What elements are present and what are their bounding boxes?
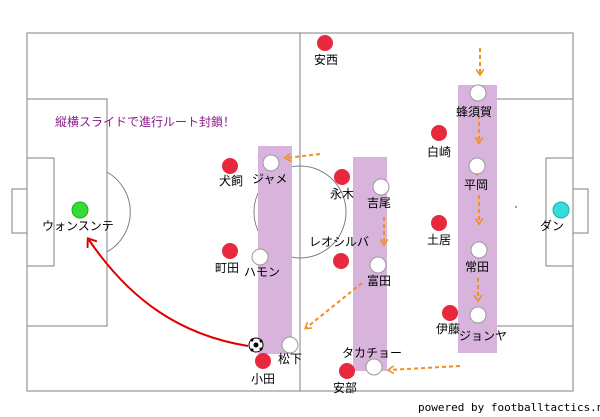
player-reoshiruba <box>333 253 349 269</box>
label-jonya: ジョンヤ <box>459 329 508 343</box>
player-jayme <box>262 154 280 172</box>
label-machida: 町田 <box>215 261 240 275</box>
player-tsuneda <box>470 241 488 259</box>
player-takacho <box>365 358 383 376</box>
player-inukai <box>222 158 238 174</box>
white-team <box>251 84 488 376</box>
label-anzai: 安西 <box>314 53 339 67</box>
orange-arrows <box>286 48 480 370</box>
label-abe: 安部 <box>333 381 358 395</box>
ball-icon <box>248 337 264 353</box>
label-reoshiruba: レオシルバ <box>309 235 370 249</box>
red-arrow <box>89 240 249 347</box>
label-matsushita: 松下 <box>278 352 303 366</box>
player-doi <box>431 215 447 231</box>
label-jayme: ジャメ <box>252 172 288 186</box>
keeper-wonsunte <box>71 201 89 219</box>
label-takacho: タカチョー <box>342 346 403 360</box>
label-hamon: ハモン <box>244 265 281 279</box>
diagram-note: 縦横スライドで進行ルート封鎖！ <box>55 115 236 129</box>
red-team <box>222 35 458 379</box>
label-yoshio: 吉尾 <box>367 196 392 210</box>
player-hachisuka <box>469 84 487 102</box>
label-tomita: 富田 <box>367 274 392 288</box>
player-matsushita <box>281 336 299 354</box>
label-dan: ダン <box>540 219 565 233</box>
player-shirasaki <box>431 125 447 141</box>
player-hamon <box>251 248 269 266</box>
label-doi: 土居 <box>427 233 452 247</box>
player-abe <box>339 363 355 379</box>
label-inukai: 犬飼 <box>219 174 244 188</box>
label-tsuneda: 常田 <box>465 260 490 274</box>
label-hiraoka: 平岡 <box>464 178 489 192</box>
label-oda: 小田 <box>251 372 276 386</box>
player-anzai <box>317 35 333 51</box>
player-oda <box>255 353 271 369</box>
credit-text: powered by footballtactics.net <box>418 401 600 414</box>
label-hachisuka: 蜂須賀 <box>456 105 493 119</box>
label-nagaki: 永木 <box>330 187 355 201</box>
label-ito: 伊藤 <box>436 322 461 336</box>
player-tomita <box>369 256 387 274</box>
player-yoshio <box>372 178 390 196</box>
player-hiraoka <box>468 157 486 175</box>
player-jonya <box>469 306 487 324</box>
player-ito <box>442 305 458 321</box>
label-wonsunte: ウォンスンテ <box>42 219 114 233</box>
player-machida <box>222 243 238 259</box>
right-penalty-spot <box>515 206 517 208</box>
player-nagaki <box>334 169 350 185</box>
label-shirasaki: 白崎 <box>427 145 452 159</box>
keeper-dan <box>552 201 570 219</box>
